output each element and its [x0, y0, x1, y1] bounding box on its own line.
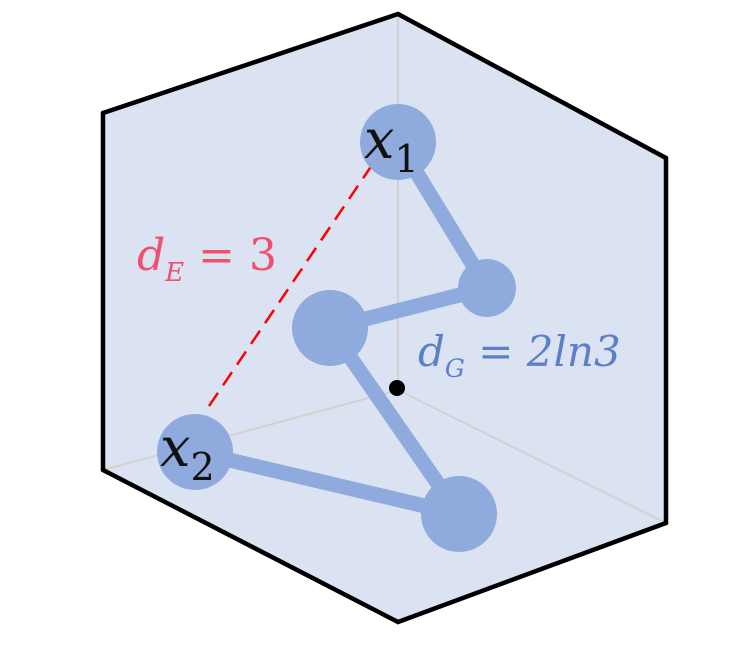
label-x1-sub: 1: [394, 137, 418, 181]
euclidean-label-var: d: [137, 230, 165, 281]
node-x2: [157, 414, 233, 490]
tree-edge-bottom-node-to-x2: [187, 444, 467, 522]
euclidean-label-sub: E: [164, 258, 184, 288]
label-x2: x2: [160, 416, 215, 489]
hidden-edge-left: [102, 389, 399, 471]
geodesic-label-value: = 2ln3: [465, 327, 621, 376]
label-x1: x1: [364, 108, 419, 181]
node-center: [292, 290, 368, 366]
euclidean-distance-label: dE = 3: [137, 230, 277, 288]
outline-edge-top-left: [100, 11, 401, 116]
label-x2-var: x: [160, 416, 190, 479]
outline-edge-bottom-right: [395, 520, 669, 625]
label-x1-var: x: [364, 108, 394, 171]
hidden-cube-edges: [102, 14, 667, 524]
node-right: [458, 259, 516, 317]
geodesic-label-sub: G: [445, 354, 465, 383]
geodesic-label-var: d: [418, 327, 445, 376]
hidden-edge-right: [397, 389, 667, 524]
outline-edge-bottom-left: [100, 467, 401, 625]
label-x2-sub: 2: [190, 445, 214, 489]
geodesic-distance-label: dG = 2ln3: [418, 327, 621, 383]
tree-nodes: [157, 104, 516, 552]
euclidean-label-value: = 3: [184, 230, 277, 281]
origin-dot: [389, 380, 405, 396]
node-x1: [360, 104, 436, 180]
node-bottom: [421, 476, 497, 552]
outline-edge-top-right: [395, 11, 669, 161]
hexagon-outline: [100, 11, 669, 625]
